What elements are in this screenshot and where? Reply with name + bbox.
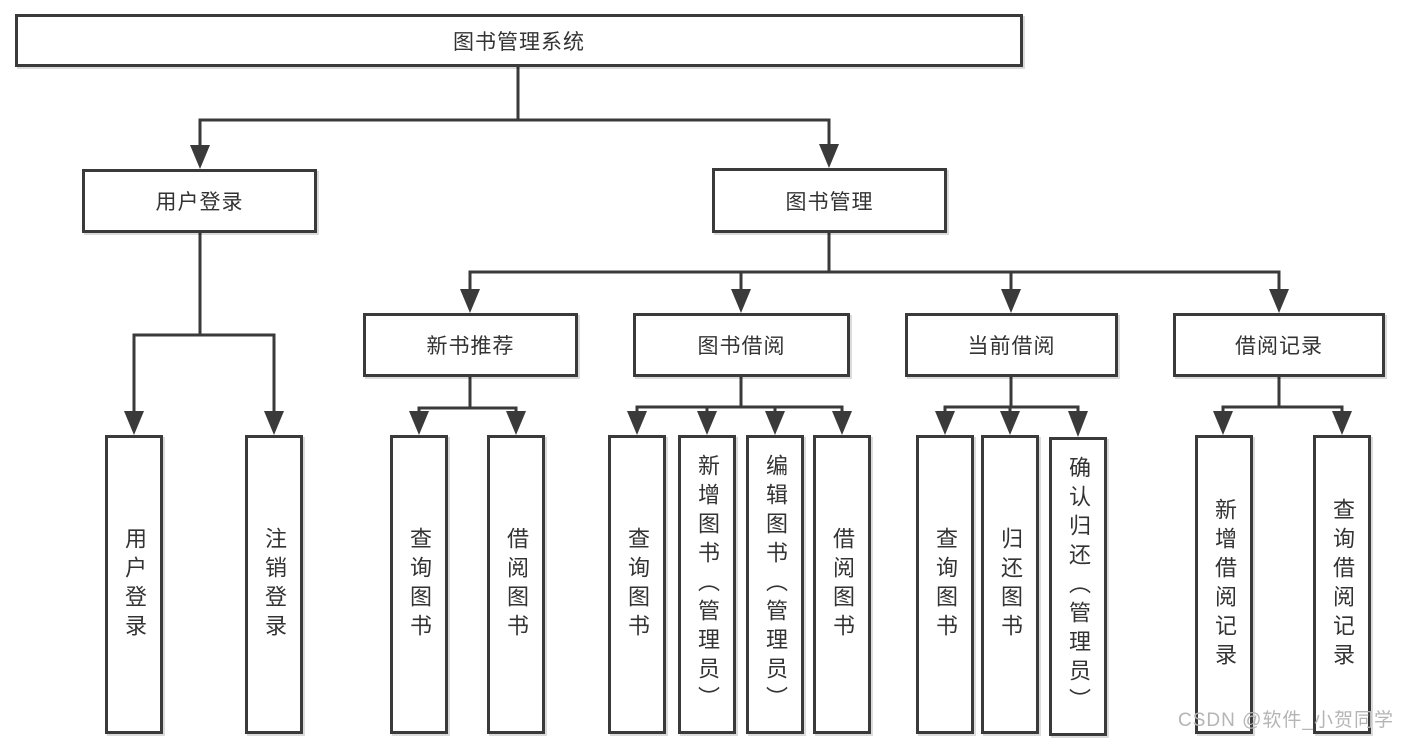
leaf-label: 确认归还（管理员）	[1066, 456, 1091, 717]
leaf-user-login: 用户登录	[105, 435, 163, 734]
node-label: 用户登录	[155, 191, 244, 214]
leaf-label: 查询借阅记录	[1330, 497, 1355, 672]
leaf-query-books-current: 查询图书	[916, 435, 974, 734]
leaf-add-borrow-record: 新增借阅记录	[1195, 435, 1253, 734]
node-label: 当前借阅	[967, 335, 1056, 358]
node-label: 借阅记录	[1235, 335, 1323, 358]
node-current-borrowing: 当前借阅	[905, 313, 1118, 377]
node-library-management-system: 图书管理系统	[15, 14, 1023, 67]
leaf-borrow-books-borrowing: 借阅图书	[813, 435, 871, 734]
node-label: 图书管理系统	[453, 30, 585, 54]
leaf-borrow-books-recommend: 借阅图书	[487, 435, 545, 734]
csdn-watermark: CSDN @软件_小贺同学	[1178, 710, 1394, 731]
leaf-label: 借阅图书	[504, 526, 529, 643]
leaf-logout-login: 注销登录	[245, 435, 303, 734]
leaf-edit-book-admin: 编辑图书（管理员）	[746, 435, 804, 734]
leaf-label: 借阅图书	[830, 526, 855, 643]
leaf-add-book-admin: 新增图书（管理员）	[678, 435, 736, 734]
node-book-management: 图书管理	[712, 168, 947, 233]
leaf-label: 归还图书	[998, 526, 1023, 643]
leaf-query-borrow-record: 查询借阅记录	[1313, 435, 1371, 734]
leaf-confirm-return-admin: 确认归还（管理员）	[1049, 437, 1107, 736]
node-label: 新书推荐	[426, 335, 515, 358]
node-user-login: 用户登录	[82, 169, 317, 233]
leaf-label: 查询图书	[407, 526, 432, 643]
leaf-label: 编辑图书（管理员）	[763, 454, 788, 715]
leaf-label: 新增借阅记录	[1212, 497, 1237, 672]
leaf-query-books-recommend: 查询图书	[390, 435, 448, 734]
leaf-label: 查询图书	[625, 526, 650, 643]
node-label: 图书借阅	[697, 335, 786, 358]
leaf-label: 查询图书	[933, 526, 958, 643]
leaf-query-books-borrowing: 查询图书	[608, 435, 666, 734]
node-book-borrowing: 图书借阅	[633, 313, 850, 377]
node-new-book-recommendation: 新书推荐	[363, 313, 578, 377]
leaf-label: 用户登录	[122, 526, 147, 643]
leaf-label: 注销登录	[262, 526, 287, 643]
node-borrowing-records: 借阅记录	[1173, 313, 1385, 377]
node-label: 图书管理	[785, 190, 874, 214]
leaf-label: 新增图书（管理员）	[695, 454, 720, 715]
leaf-return-books: 归还图书	[981, 435, 1039, 734]
